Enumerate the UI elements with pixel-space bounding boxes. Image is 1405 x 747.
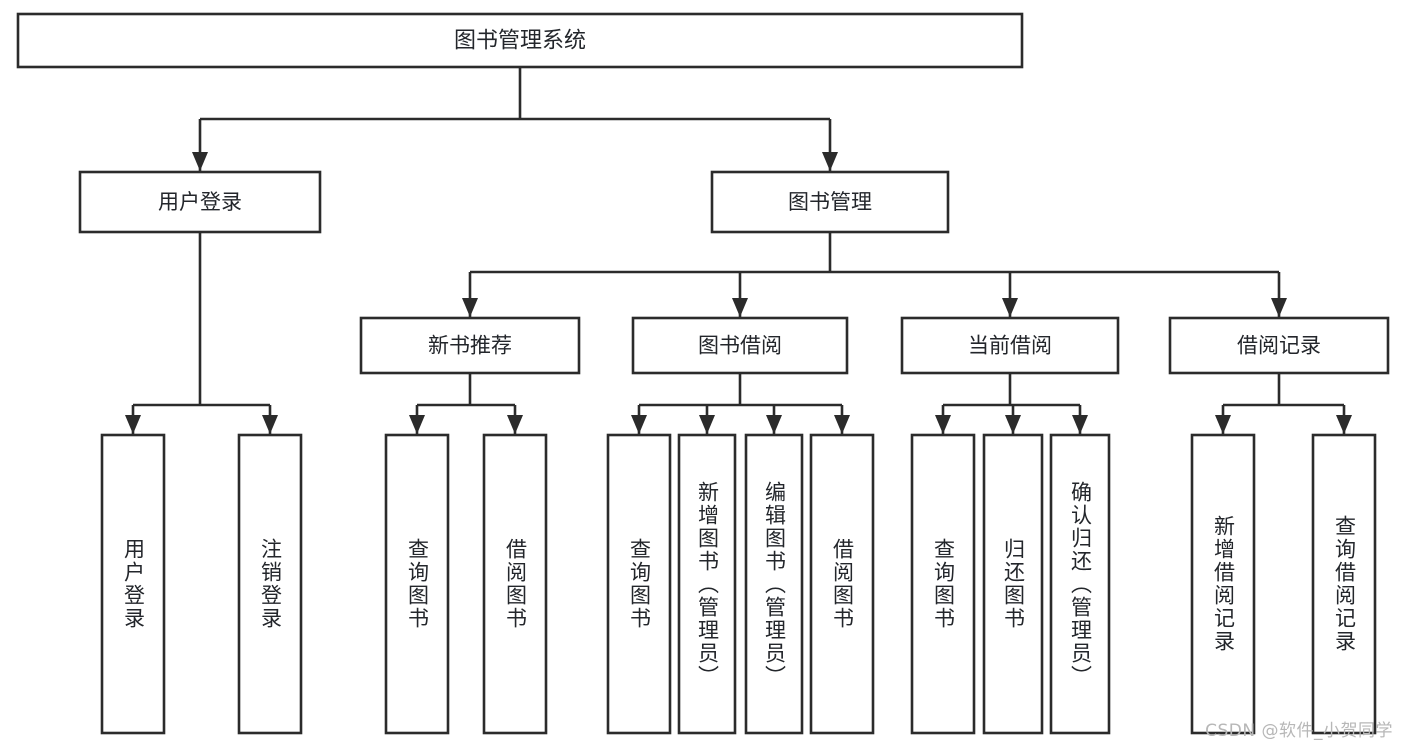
node-box-level2-0 — [78, 170, 322, 234]
node-box-leaf-0 — [100, 433, 166, 735]
node-box-leaf-8 — [910, 433, 976, 735]
node-box-leaf-6 — [744, 433, 804, 735]
arrow-head-down — [1005, 415, 1021, 434]
node-box-leaf-9 — [982, 433, 1044, 735]
node-box-leaf-5 — [677, 433, 737, 735]
node-label: 图书借阅 — [698, 334, 782, 358]
arrow-head-down — [699, 415, 715, 434]
boxes-layer — [16, 12, 1390, 735]
node-box-root — [16, 12, 1024, 69]
arrow-head-down — [732, 298, 748, 317]
arrow-head-down — [935, 415, 951, 434]
arrow-head-down — [1215, 415, 1231, 434]
node-box-leaf-3 — [482, 433, 548, 735]
node-box-leaf-4 — [606, 433, 672, 735]
node-box-leaf-1 — [237, 433, 303, 735]
node-box-leaf-7 — [809, 433, 875, 735]
arrow-head-down — [1002, 298, 1018, 317]
arrow-head-down — [262, 415, 278, 434]
node-box-level3-2 — [900, 316, 1120, 375]
node-box-leaf-2 — [384, 433, 450, 735]
node-box-level3-1 — [631, 316, 849, 375]
node-label: 图书管理系统 — [454, 29, 586, 54]
node-box-leaf-12 — [1311, 433, 1377, 735]
arrow-head-down — [822, 152, 838, 171]
arrow-head-down — [1271, 298, 1287, 317]
node-box-level2-1 — [710, 170, 950, 234]
node-box-level3-0 — [359, 316, 581, 375]
arrow-head-down — [1336, 415, 1352, 434]
arrow-head-down — [1072, 415, 1088, 434]
arrow-head-down — [125, 415, 141, 434]
node-box-leaf-11 — [1190, 433, 1256, 735]
arrow-head-down — [507, 415, 523, 434]
node-label: 新书推荐 — [428, 334, 512, 358]
arrow-head-down — [631, 415, 647, 434]
node-label: 图书管理 — [788, 190, 872, 214]
arrow-head-down — [409, 415, 425, 434]
arrow-head-down — [834, 415, 850, 434]
connectors-layer — [125, 67, 1352, 434]
arrow-head-down — [766, 415, 782, 434]
node-label: 借阅记录 — [1237, 334, 1321, 358]
node-box-leaf-10 — [1049, 433, 1111, 735]
arrow-head-down — [192, 152, 208, 171]
node-label: 当前借阅 — [968, 334, 1052, 358]
node-box-level3-3 — [1168, 316, 1390, 375]
arrow-head-down — [462, 298, 478, 317]
node-label: 用户登录 — [158, 190, 242, 214]
